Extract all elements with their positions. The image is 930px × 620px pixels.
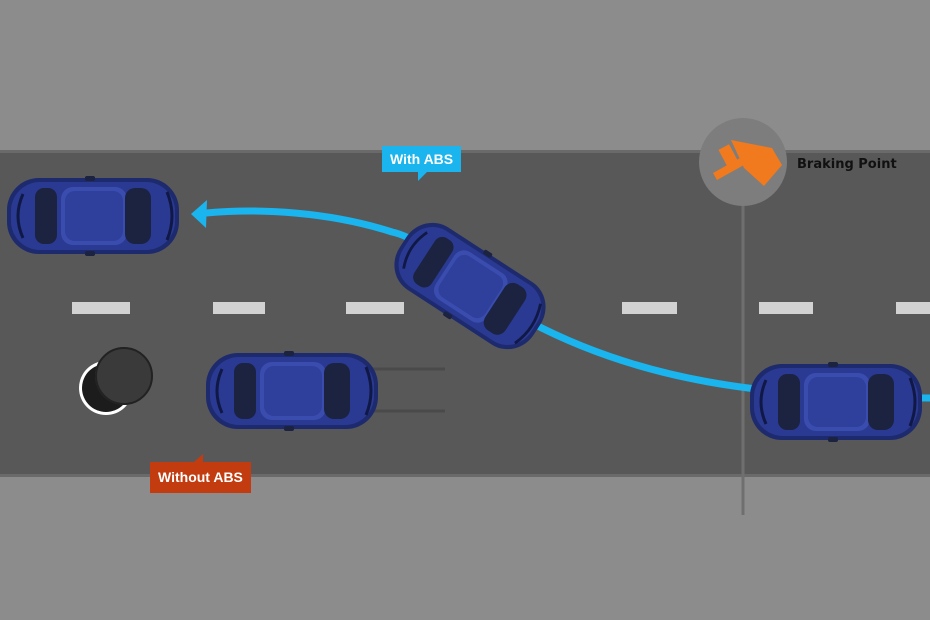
- with-abs-label: With ABS: [382, 146, 462, 181]
- without-abs-tail: [194, 454, 203, 462]
- with-abs-tail: [418, 172, 427, 181]
- car-final-with-abs: [5, 174, 181, 258]
- braking-point-marker: [699, 118, 787, 206]
- obstacle-disc-icon: [79, 347, 153, 415]
- lane-markings: [72, 302, 930, 314]
- arrow-left-icon: [191, 200, 207, 228]
- with-abs-text: With ABS: [390, 151, 454, 167]
- braking-point-label: Braking Point: [797, 157, 897, 172]
- car-without-abs: [204, 349, 380, 433]
- without-abs-text: Without ABS: [158, 469, 243, 485]
- road-edge-bottom: [0, 474, 930, 477]
- car-at-braking-point: [748, 360, 924, 444]
- brake-pedal-icon: [713, 140, 782, 186]
- without-abs-label: Without ABS: [150, 454, 251, 493]
- road-edge-top: [0, 150, 930, 153]
